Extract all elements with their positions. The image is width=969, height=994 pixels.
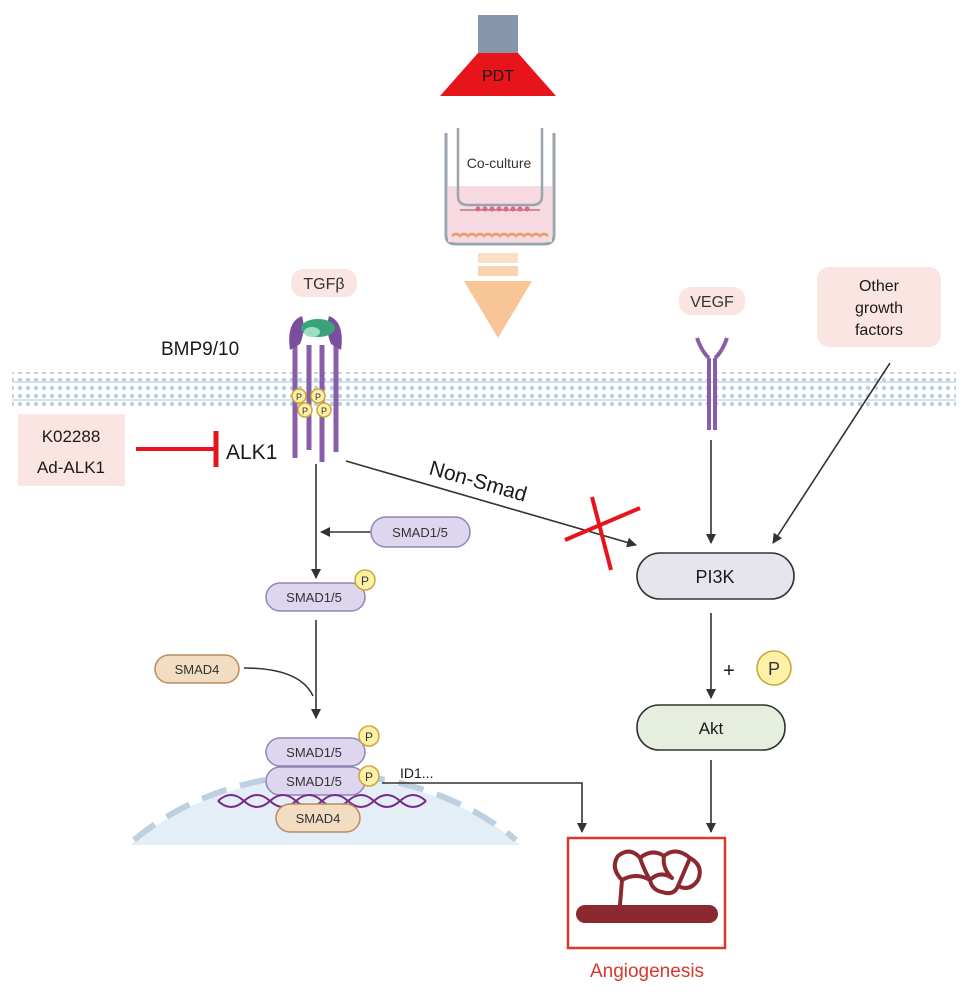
insert-cells — [475, 206, 530, 212]
lamp-shade — [440, 53, 556, 96]
vegf-label: VEGF — [690, 294, 734, 311]
smad15-phos-p-label: P — [361, 574, 369, 588]
block-cross-b — [590, 496, 613, 571]
smad15-phos-label: SMAD1/5 — [286, 590, 342, 605]
akt-phospho — [756, 650, 792, 686]
dna-strand-2 — [217, 794, 427, 808]
smad15-nuc-top-p — [358, 725, 380, 747]
membrane-band — [12, 372, 956, 410]
receptor-phospho-3 — [297, 402, 313, 418]
smad4-nuc — [275, 803, 361, 833]
inhibitor-line2: Ad-ALK1 — [37, 458, 105, 477]
akt-label: Akt — [699, 719, 724, 738]
smad15-free — [370, 516, 471, 548]
smad15-free-label: SMAD1/5 — [392, 525, 448, 540]
other-line3: factors — [855, 322, 903, 339]
receptor-phospho-1 — [291, 388, 307, 404]
other-to-pi3k-arrow — [772, 362, 891, 544]
pi3k-label: PI3K — [695, 567, 734, 587]
ligand-dimer-core — [304, 327, 320, 337]
smad4-nuc-label: SMAD4 — [296, 811, 341, 826]
plus-label: + — [723, 660, 735, 682]
angiogenesis-box — [566, 836, 727, 950]
blood-vessel-icon — [576, 849, 718, 923]
smad4-join-arrow — [243, 667, 314, 697]
orange-arrow-shaft-1 — [478, 253, 518, 263]
smad15-phos — [265, 582, 366, 612]
pdt-label: PDT — [482, 68, 514, 85]
coculture-well: Co-culture — [444, 128, 556, 246]
receptor-cap-left — [289, 316, 304, 350]
id1-label: ID1... — [400, 765, 433, 781]
vegfr-arms — [695, 337, 729, 360]
vegf-receptor — [695, 337, 729, 430]
smad4-free — [154, 654, 240, 684]
alk1-receptor: P P P P — [289, 316, 342, 462]
akt-phospho-label: P — [768, 659, 780, 679]
tgfb-pill — [291, 269, 357, 297]
block-cross-a — [564, 506, 641, 542]
tgfb-label: TGFβ — [303, 276, 344, 293]
alk1-label: ALK1 — [226, 441, 277, 464]
receptor-phospho-2 — [310, 388, 326, 404]
id1-arrow — [382, 782, 587, 833]
well-insert — [456, 128, 544, 207]
smad15-nuc-bottom-p — [358, 765, 380, 787]
orange-arrow-shaft-2 — [478, 266, 518, 276]
orange-arrow — [464, 253, 532, 338]
bottom-cells — [451, 232, 549, 238]
orange-arrow-head — [464, 281, 532, 338]
receptor-phospho-4 — [316, 402, 332, 418]
pi3k-node — [636, 552, 795, 600]
lamp-base — [478, 15, 518, 53]
coculture-label: Co-culture — [467, 155, 532, 171]
vegf-pill — [679, 287, 745, 315]
receptor-p-2: P — [315, 392, 321, 402]
inhibitor-line1: K02288 — [42, 427, 101, 446]
akt-node — [636, 704, 786, 751]
receptor-p-1: P — [296, 392, 302, 402]
dna-helix — [217, 794, 427, 808]
receptor-p-4: P — [321, 406, 327, 416]
smad15-nuc-top-label: SMAD1/5 — [286, 745, 342, 760]
smad15-phos-p — [354, 569, 376, 591]
cell-membrane — [12, 372, 956, 410]
smad15-nuc-top — [265, 737, 366, 767]
vessel-trunk — [576, 905, 718, 923]
other-line1: Other — [859, 278, 900, 295]
pdt-lamp: PDT — [440, 15, 556, 96]
other-line2: growth — [855, 300, 903, 317]
smad15-nuc-bottom-p-label: P — [365, 770, 373, 784]
other-growth-factors-box — [817, 267, 941, 347]
medium — [448, 186, 552, 242]
well-outer — [444, 133, 556, 246]
angiogenesis-label: Angiogenesis — [590, 961, 704, 982]
vessel-sprouts — [612, 849, 702, 907]
inhibitor-box — [18, 414, 125, 486]
smad15-nuc-bottom-label: SMAD1/5 — [286, 774, 342, 789]
receptor-p-3: P — [302, 406, 308, 416]
bmp-label: BMP9/10 — [161, 339, 239, 360]
smad15-nuc-top-p-label: P — [365, 730, 373, 744]
smad4-free-label: SMAD4 — [175, 662, 220, 677]
